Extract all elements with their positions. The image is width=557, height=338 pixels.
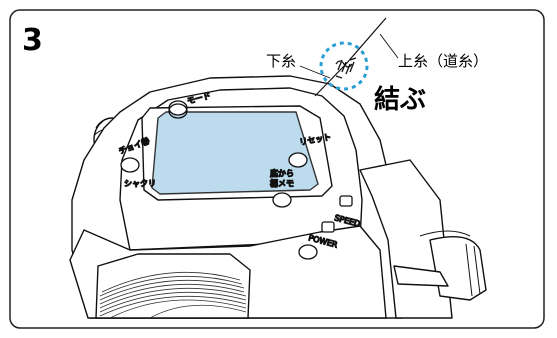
instruction-figure: 3	[8, 8, 545, 330]
mode-button[interactable]	[168, 100, 188, 119]
reel-handle	[393, 230, 487, 301]
speed-button[interactable]	[339, 195, 353, 207]
line-spool	[99, 271, 247, 319]
knot-highlight	[319, 41, 369, 91]
bottom-memo-label-2: 棚メモ	[270, 178, 294, 188]
instruction-label: 結ぶ	[374, 84, 426, 115]
reel-illustration	[69, 75, 487, 319]
upper-line-label: 上糸（道糸）	[398, 52, 488, 70]
fishing-line	[299, 17, 399, 97]
bottom-memo-label-1: 底から	[270, 168, 294, 178]
lcd-screen	[151, 111, 319, 195]
chirai-button[interactable]	[120, 157, 140, 173]
spool-window	[95, 253, 251, 319]
lower-line-label: 下糸	[266, 52, 296, 70]
step-number: 3	[22, 23, 43, 58]
shakuri-button-label: シャクリ	[124, 179, 156, 188]
bottom-memo-button[interactable]	[272, 192, 292, 208]
power-button[interactable]	[298, 221, 335, 260]
reset-button[interactable]	[288, 152, 308, 168]
knot	[335, 57, 357, 79]
